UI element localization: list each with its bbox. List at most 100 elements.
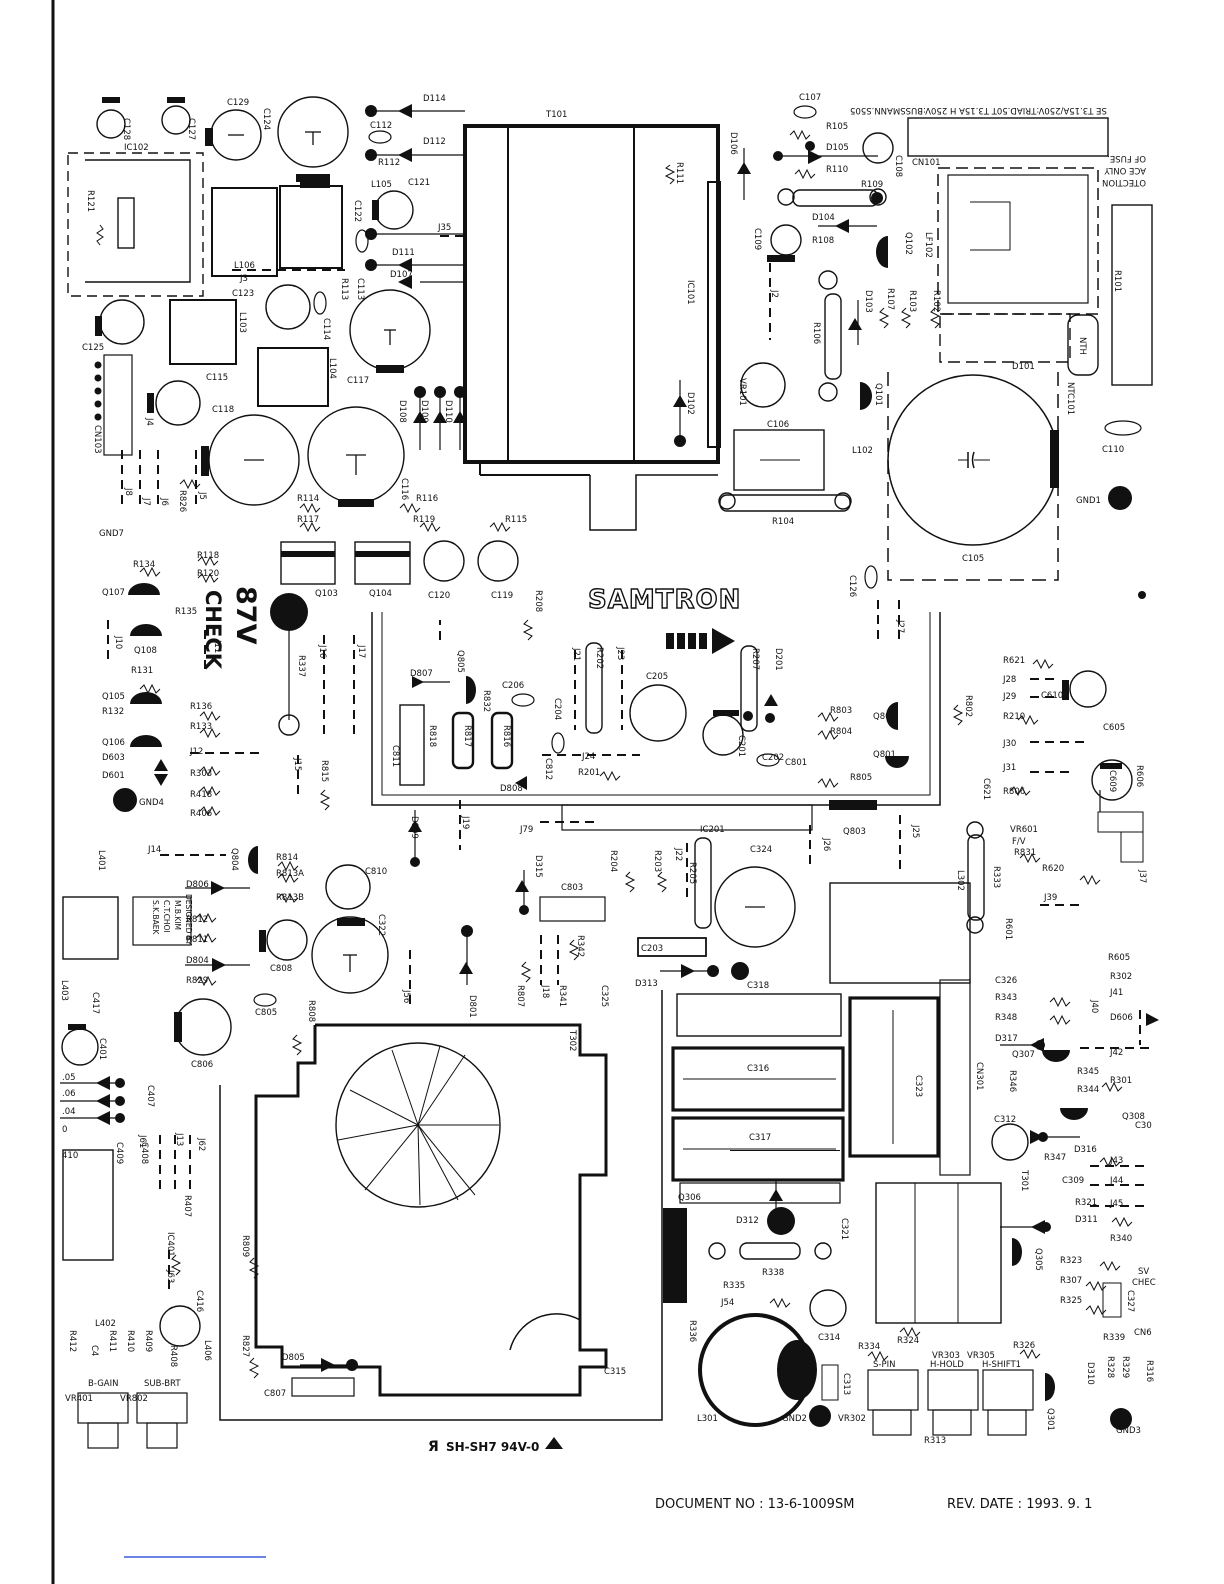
- svg-text:R621: R621: [1003, 656, 1025, 666]
- svg-text:J12: J12: [189, 747, 203, 757]
- transistor-pads: [128, 236, 1088, 1401]
- svg-text:Q108: Q108: [134, 646, 157, 656]
- svg-text:S-PIN: S-PIN: [873, 1360, 895, 1370]
- svg-text:Q103: Q103: [315, 589, 338, 599]
- svg-text:IC101: IC101: [685, 280, 695, 305]
- svg-text:R805: R805: [850, 773, 872, 783]
- svg-text:C204: C204: [552, 698, 562, 720]
- svg-text:C127: C127: [186, 118, 196, 140]
- svg-text:OF FUSE.: OF FUSE.: [1107, 153, 1146, 163]
- svg-text:DESIGNED BY: DESIGNED BY: [184, 894, 193, 946]
- svg-text:SV: SV: [1138, 1267, 1149, 1277]
- svg-text:R112: R112: [378, 158, 400, 168]
- svg-text:C416: C416: [194, 1290, 204, 1312]
- svg-text:R328: R328: [1105, 1356, 1115, 1378]
- svg-text:R110: R110: [826, 165, 848, 175]
- svg-text:R829: R829: [186, 976, 208, 986]
- svg-text:R205: R205: [687, 862, 697, 884]
- svg-text:R326: R326: [1013, 1341, 1035, 1351]
- svg-text:C315: C315: [604, 1367, 626, 1377]
- svg-text:J62: J62: [196, 1137, 206, 1151]
- svg-text:R346: R346: [1007, 1070, 1017, 1092]
- svg-text:J31: J31: [1002, 763, 1016, 773]
- svg-text:R802: R802: [963, 695, 973, 717]
- fuse-holder: [1111, 204, 1153, 386]
- svg-text:CN101: CN101: [912, 158, 941, 168]
- svg-text:Q107: Q107: [102, 588, 125, 598]
- svg-text:D106: D106: [728, 132, 738, 155]
- capacitor-c105: [887, 372, 1059, 581]
- svg-text:VR401: VR401: [65, 1394, 93, 1404]
- svg-text:C30: C30: [1135, 1121, 1152, 1131]
- svg-text:J3: J3: [239, 274, 248, 284]
- svg-text:R817: R817: [462, 725, 472, 747]
- coil-l105: [279, 185, 343, 269]
- transistor-q103: [280, 541, 336, 585]
- svg-text:D107: D107: [390, 270, 413, 280]
- svg-text:D805: D805: [282, 1353, 305, 1363]
- svg-text:R101: R101: [1112, 270, 1122, 292]
- svg-text:C323: C323: [913, 1075, 923, 1097]
- electrolytic-capacitors: [61, 96, 1133, 1347]
- svg-text:Q106: Q106: [102, 738, 125, 748]
- svg-text:D108: D108: [397, 400, 407, 423]
- svg-text:OTECTION: OTECTION: [1102, 177, 1146, 187]
- svg-text:J23: J23: [615, 646, 625, 660]
- svg-text:R313: R313: [924, 1436, 946, 1446]
- svg-text:J30: J30: [1002, 739, 1016, 749]
- designer-box: [132, 896, 192, 946]
- svg-text:R803: R803: [830, 706, 852, 716]
- svg-text:L102: L102: [852, 446, 873, 456]
- svg-text:R208: R208: [533, 590, 543, 612]
- svg-text:R620: R620: [1042, 864, 1064, 874]
- svg-text:C316: C316: [747, 1064, 769, 1074]
- svg-text:T302: T302: [567, 1029, 577, 1051]
- svg-text:R340: R340: [1110, 1234, 1132, 1244]
- svg-text:C203: C203: [641, 944, 663, 954]
- svg-text:Q102: Q102: [903, 232, 913, 255]
- connector-cn103: [103, 354, 133, 456]
- svg-text:C106: C106: [767, 420, 789, 430]
- svg-text:GND7: GND7: [99, 529, 124, 539]
- svg-text:D801: D801: [467, 995, 477, 1018]
- svg-text:J37: J37: [1137, 869, 1147, 883]
- svg-text:R342: R342: [575, 935, 585, 957]
- center-area-outline-inner: [381, 612, 931, 796]
- svg-text:R301: R301: [1110, 1076, 1132, 1086]
- svg-text:0: 0: [62, 1125, 67, 1135]
- svg-text:.04: .04: [62, 1107, 76, 1117]
- svg-text:R826: R826: [177, 490, 187, 512]
- svg-text:R120: R120: [197, 569, 219, 579]
- svg-text:R408: R408: [168, 1345, 178, 1367]
- svg-text:R816: R816: [501, 725, 511, 747]
- svg-text:R601: R601: [1003, 918, 1013, 940]
- svg-text:J22: J22: [673, 847, 683, 861]
- svg-text:C621: C621: [981, 778, 991, 800]
- svg-text:R324: R324: [897, 1336, 919, 1346]
- svg-text:R345: R345: [1077, 1067, 1099, 1077]
- svg-text:R814: R814: [276, 853, 298, 863]
- revision-date: REV. DATE : 1993. 9. 1: [947, 1497, 1092, 1512]
- resistor-packs: [399, 189, 985, 1260]
- svg-text:S.K.BAEK: S.K.BAEK: [151, 900, 160, 935]
- svg-text:Q805: Q805: [455, 650, 465, 673]
- svg-text:VR601: VR601: [1010, 825, 1038, 835]
- svg-text:J2: J2: [769, 289, 779, 298]
- svg-text:Q803: Q803: [843, 827, 866, 837]
- svg-text:R334: R334: [858, 1342, 880, 1352]
- svg-text:C105: C105: [962, 554, 984, 564]
- svg-text:C807: C807: [264, 1389, 286, 1399]
- svg-text:R133: R133: [190, 722, 212, 732]
- svg-text:J13: J13: [174, 1132, 184, 1146]
- svg-text:D806: D806: [186, 880, 209, 890]
- disc-capacitors: [253, 105, 1142, 1007]
- svg-text:J19: J19: [460, 815, 470, 829]
- svg-text:J63: J63: [165, 1269, 175, 1283]
- svg-text:R418: R418: [190, 790, 212, 800]
- svg-text:R104: R104: [772, 517, 794, 527]
- svg-text:J42: J42: [1109, 1048, 1123, 1058]
- svg-text:J35: J35: [437, 223, 451, 233]
- svg-text:R407: R407: [182, 1195, 192, 1217]
- svg-text:J15: J15: [292, 757, 302, 771]
- svg-text:C206: C206: [502, 681, 524, 691]
